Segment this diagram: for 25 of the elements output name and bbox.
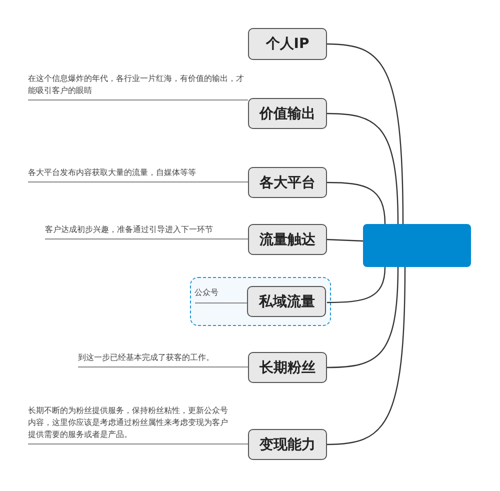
- note-text: 客户达成初步兴趣，准备通过引导进入下一环节: [45, 224, 213, 236]
- branch-line: [326, 238, 364, 242]
- connector-line: [44, 238, 248, 240]
- branch-line: [326, 267, 406, 446]
- note-text: 公众号: [194, 287, 218, 300]
- topic-box: 私域流量: [247, 286, 326, 318]
- note-text: 到这一步已经基本完成了获客的工作。: [78, 352, 214, 364]
- note-text: 在这个信息爆炸的年代，各行业一片红海，有价值的输出，才能吸引客户的眼睛: [28, 73, 245, 97]
- dashed-boundary: [190, 277, 331, 326]
- topic-box: 变现能力: [248, 429, 327, 460]
- note-text: 各大平台发布内容获取大量的流量，自媒体等等: [28, 167, 196, 179]
- branch-line: [327, 182, 386, 224]
- topic-box: 流量触达: [248, 224, 327, 255]
- branch-line: [326, 43, 404, 224]
- branch-line: [327, 266, 386, 304]
- connector-line: [78, 366, 248, 368]
- connector-line: [194, 302, 248, 304]
- branch-line: [326, 112, 399, 224]
- center-box: [363, 224, 471, 267]
- note-text: 长期不断的为粉丝提供服务，保持粉丝粘性，更新公众号内容，这里你应该是考虑通过粉丝属性来考虑变现为客户提供需要的服务或者是产品。: [28, 405, 228, 441]
- topic-box: 个人IP: [248, 28, 327, 60]
- topic-box: 各大平台: [248, 167, 327, 198]
- topic-box: 长期粉丝: [248, 352, 327, 383]
- branch-line: [326, 266, 399, 368]
- topic-box: 价值输出: [248, 98, 327, 129]
